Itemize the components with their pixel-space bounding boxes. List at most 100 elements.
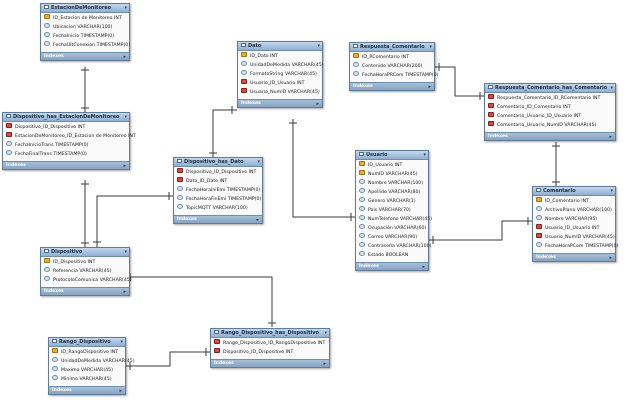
column-row[interactable]: ID_Dato INT xyxy=(238,52,322,61)
expand-arrow-icon[interactable]: ▸ xyxy=(609,255,612,261)
table-header[interactable]: Rango_Dispositivo_has_Dispositivo▾ xyxy=(211,329,329,338)
column-row[interactable]: Usuario_ID_Usuario INT xyxy=(238,79,322,88)
column-row[interactable]: Contraseña VARCHAR(100) xyxy=(356,242,431,251)
column-row[interactable]: Dispositivo_ID_Dispositivo INT xyxy=(211,348,329,357)
expand-arrow-icon[interactable]: ▸ xyxy=(316,101,319,107)
indexes-footer[interactable]: Indexes▸ xyxy=(485,132,615,140)
collapse-arrow-icon[interactable]: ▾ xyxy=(429,44,432,50)
table-disp-has-est[interactable]: Dispositivo_has_EstacionDeMonitoreo▾Disp… xyxy=(2,112,136,170)
collapse-arrow-icon[interactable]: ▾ xyxy=(124,249,127,255)
column-row[interactable]: Apellido VARCHAR(80) xyxy=(356,188,428,197)
column-row[interactable]: FechaHoraPCom TIMESTAMP(0) xyxy=(533,242,618,251)
column-row[interactable]: Usuario_ID_Usuario INT xyxy=(533,224,615,233)
indexes-footer[interactable]: Indexes▸ xyxy=(211,359,329,367)
column-row[interactable]: Maximo VARCHAR(45) xyxy=(49,366,125,375)
expand-arrow-icon[interactable]: ▸ xyxy=(422,264,425,270)
column-row[interactable]: Estado BOOLEAN xyxy=(356,251,428,260)
column-row[interactable]: FormatoString VARCHAR(45) xyxy=(238,70,322,79)
indexes-footer[interactable]: Indexes▸ xyxy=(49,386,125,394)
column-row[interactable]: Nombre VARCHAR(100) xyxy=(356,179,428,188)
column-row[interactable]: ID_RComentario INT xyxy=(350,53,434,62)
column-row[interactable]: Dispositivo_ID_Dispositivo INT xyxy=(3,123,129,132)
table-rango[interactable]: Rango_Dispositivo▾ID_RangoDispositivo IN… xyxy=(48,337,135,395)
indexes-footer[interactable]: Indexes▸ xyxy=(238,99,322,107)
table-header[interactable]: Respuesta_Comentario▾ xyxy=(350,43,434,52)
table-header[interactable]: Dispositivo_has_EstacionDeMonitoreo▾ xyxy=(3,113,129,122)
column-row[interactable]: TopicMQTT VARCHAR(100) xyxy=(174,204,262,213)
column-row[interactable]: UnidadDeMedida VARCHAR(45) xyxy=(49,357,135,366)
column-row[interactable]: FechaInicio TIMESTAMP(0) xyxy=(41,32,129,41)
expand-arrow-icon[interactable]: ▸ xyxy=(119,388,122,394)
collapse-arrow-icon[interactable]: ▾ xyxy=(423,152,426,158)
collapse-arrow-icon[interactable]: ▾ xyxy=(610,85,613,91)
table-estacion[interactable]: EstacionDeMonitoreo▾ID_Estacion de Monit… xyxy=(40,3,130,61)
table-header[interactable]: Dispositivo▾ xyxy=(41,248,129,257)
column-row[interactable]: FechaHoraFinEmi TIMESTAMP(0) xyxy=(174,195,262,204)
column-row[interactable]: NumID VARCHAR(45) xyxy=(356,170,428,179)
table-header[interactable]: Usuario▾ xyxy=(356,151,428,160)
indexes-footer[interactable]: Indexes▸ xyxy=(3,161,129,169)
expand-arrow-icon[interactable]: ▸ xyxy=(123,163,126,169)
table-rango-has-disp[interactable]: Rango_Dispositivo_has_Dispositivo▾Rango_… xyxy=(210,328,330,368)
column-row[interactable]: FechaFinalTrans TIMESTAMP(0) xyxy=(3,150,129,159)
column-row[interactable]: Dato_ID_Dato INT xyxy=(174,177,262,186)
column-row[interactable]: ArchivoPlano VARCHAR(100) xyxy=(533,206,615,215)
indexes-footer[interactable]: Indexes▸ xyxy=(533,253,615,261)
column-row[interactable]: EstacionDeMonitoreo_ID_Estacion de Monit… xyxy=(3,132,136,141)
column-row[interactable]: FechaUltConexion TIMESTAMP(0) xyxy=(41,41,130,50)
collapse-arrow-icon[interactable]: ▾ xyxy=(257,159,260,165)
table-disp-has-dato[interactable]: Dispositivo_has_Dato▾Dispositivo_ID_Disp… xyxy=(173,157,263,224)
collapse-arrow-icon[interactable]: ▾ xyxy=(317,43,320,49)
column-row[interactable]: ID_Comentario INT xyxy=(533,197,615,206)
column-row[interactable]: ID_Usuario INT xyxy=(356,161,428,170)
column-row[interactable]: Comentario_Usuario_ID_Usuario INT xyxy=(485,112,615,121)
column-row[interactable]: Usuario_NumID VARCHAR(45) xyxy=(238,88,322,97)
column-row[interactable]: Contenido VARCHAR(200) xyxy=(350,62,434,71)
column-row[interactable]: NumTelefono VARCHAR(45) xyxy=(356,215,432,224)
indexes-footer[interactable]: Indexes▸ xyxy=(174,215,262,223)
column-row[interactable]: Ocupación VARCHAR(60) xyxy=(356,224,428,233)
column-row[interactable]: Respuesta_Comentario_ID_RComentario INT xyxy=(485,94,615,103)
column-row[interactable]: Nombre VARCHAR(95) xyxy=(533,215,615,224)
column-row[interactable]: Referencia VARCHAR(45) xyxy=(41,267,129,276)
collapse-arrow-icon[interactable]: ▾ xyxy=(324,330,327,336)
column-row[interactable]: FechaInicioTrans TIMESTAMP(0) xyxy=(3,141,129,150)
column-row[interactable]: FechaHoraPRCom TIMESTAMP(0) xyxy=(350,71,438,80)
indexes-footer[interactable]: Indexes▸ xyxy=(41,287,129,295)
column-row[interactable]: Genero VARCHAR(1) xyxy=(356,197,428,206)
column-row[interactable]: ID_Dispositivo INT xyxy=(41,258,129,267)
collapse-arrow-icon[interactable]: ▾ xyxy=(120,339,123,345)
collapse-arrow-icon[interactable]: ▾ xyxy=(124,5,127,11)
column-row[interactable]: Comentario_Usuario_NumID VARCHAR(45) xyxy=(485,121,615,130)
table-resp-has-com[interactable]: Respuesta_Comentario_has_Comentario▾Resp… xyxy=(484,83,616,141)
table-header[interactable]: Comentario▾ xyxy=(533,187,615,196)
expand-arrow-icon[interactable]: ▸ xyxy=(123,289,126,295)
indexes-footer[interactable]: Indexes▸ xyxy=(41,52,129,60)
column-row[interactable]: Minimo VARCHAR(45) xyxy=(49,375,125,384)
column-row[interactable]: ProtocoloComunica VARCHAR(45) xyxy=(41,276,132,285)
table-header[interactable]: Respuesta_Comentario_has_Comentario▾ xyxy=(485,84,615,93)
table-header[interactable]: Dato▾ xyxy=(238,42,322,51)
column-row[interactable]: Dispositivo_ID_Dispositivo INT xyxy=(174,168,262,177)
expand-arrow-icon[interactable]: ▸ xyxy=(123,54,126,60)
indexes-footer[interactable]: Indexes▸ xyxy=(350,82,434,90)
expand-arrow-icon[interactable]: ▸ xyxy=(256,217,259,223)
column-row[interactable]: Pais VARCHAR(70) xyxy=(356,206,428,215)
expand-arrow-icon[interactable]: ▸ xyxy=(428,84,431,90)
column-row[interactable]: UnidadDeMedida VARCHAR(45) xyxy=(238,61,324,70)
column-row[interactable]: Ubicacion VARCHAR(100) xyxy=(41,23,129,32)
column-row[interactable]: Correo VARCHAR(90) xyxy=(356,233,428,242)
column-row[interactable]: ID_Estacion de Monitoreo INT xyxy=(41,14,129,23)
column-row[interactable]: FechaHoraIniEmi TIMESTAMP(0) xyxy=(174,186,262,195)
table-header[interactable]: Rango_Dispositivo▾ xyxy=(49,338,125,347)
expand-arrow-icon[interactable]: ▸ xyxy=(609,134,612,140)
table-header[interactable]: EstacionDeMonitoreo▾ xyxy=(41,4,129,13)
collapse-arrow-icon[interactable]: ▾ xyxy=(610,188,613,194)
column-row[interactable]: Rango_Dispositivo_ID_RangoDispositivo IN… xyxy=(211,339,329,348)
column-row[interactable]: Comentario_ID_Comentario INT xyxy=(485,103,615,112)
